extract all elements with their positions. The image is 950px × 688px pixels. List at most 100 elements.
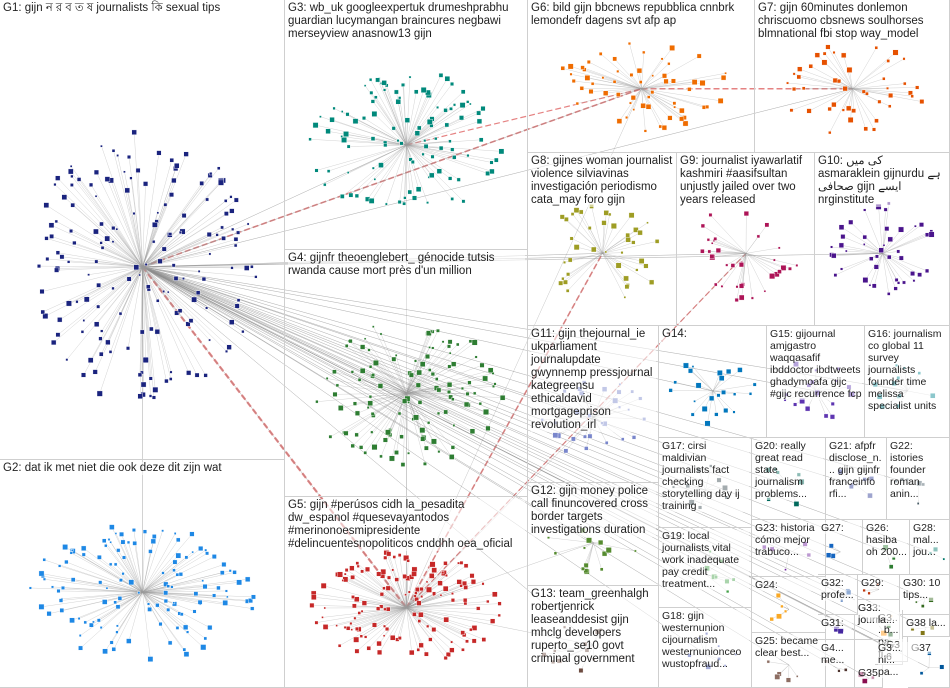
edge <box>406 353 451 394</box>
edge <box>712 384 755 392</box>
edge <box>142 266 195 300</box>
edge <box>101 242 143 267</box>
edge <box>406 144 415 198</box>
node <box>39 289 45 294</box>
node <box>109 524 115 530</box>
edge <box>745 253 784 269</box>
edge <box>602 232 641 254</box>
edge <box>602 253 627 279</box>
edge <box>370 393 407 397</box>
node <box>67 260 71 264</box>
edge <box>712 390 735 413</box>
node <box>45 257 50 261</box>
edge <box>712 372 721 392</box>
node <box>69 165 73 168</box>
edge <box>841 245 883 254</box>
edge <box>83 554 143 593</box>
edge <box>382 575 407 608</box>
node <box>96 390 103 397</box>
edge <box>62 587 143 593</box>
edge <box>406 607 471 630</box>
edge <box>371 144 407 201</box>
node <box>188 318 194 324</box>
edge <box>374 113 407 146</box>
edge <box>397 607 407 640</box>
node <box>171 177 177 184</box>
edge <box>406 121 480 146</box>
group-label: G11: gijn thejournal_ie ukparliament jou… <box>531 328 656 432</box>
edge <box>833 52 853 89</box>
node <box>99 626 103 630</box>
node <box>173 162 180 169</box>
edge <box>86 266 143 300</box>
edge <box>111 592 143 643</box>
group-label: G29: <box>861 577 897 589</box>
edge <box>142 266 152 329</box>
edge <box>323 585 407 608</box>
group-label: G14: <box>662 328 764 341</box>
edge <box>339 574 407 608</box>
node <box>142 529 148 534</box>
edge <box>142 266 239 301</box>
edge <box>406 144 410 193</box>
edge <box>383 607 407 636</box>
edge <box>101 592 143 628</box>
edge <box>142 570 231 593</box>
group-label: G35 <box>858 667 880 679</box>
group-panel-g28: G28: mal... jou... <box>910 520 950 575</box>
group-label: G1: gijn ন র ব ত ষ journalists কি sexual… <box>3 2 282 15</box>
node <box>126 346 131 351</box>
edge <box>365 393 407 453</box>
group-panel-g16: G16: journalism co global 11 survey jour… <box>865 326 950 438</box>
group-label: G19: local journalists vital work inadeq… <box>662 530 749 590</box>
edge <box>98 592 143 621</box>
edge <box>342 144 407 197</box>
edge <box>85 592 143 623</box>
node <box>93 169 99 175</box>
edge <box>406 607 422 646</box>
edge <box>852 52 896 89</box>
edge <box>142 533 193 593</box>
node <box>246 222 250 226</box>
edge <box>71 184 143 267</box>
edge <box>809 88 853 112</box>
edge <box>44 579 143 593</box>
edge <box>406 393 435 442</box>
edge <box>142 266 206 376</box>
edge <box>370 366 407 394</box>
edge <box>406 607 419 650</box>
edge <box>101 146 143 267</box>
edge <box>710 214 747 254</box>
edge <box>58 590 143 593</box>
node <box>167 290 170 294</box>
edge <box>128 592 143 642</box>
edge <box>406 393 446 413</box>
edge <box>864 209 883 254</box>
node <box>236 298 241 302</box>
node <box>233 243 238 248</box>
edge <box>406 393 452 458</box>
edge <box>589 227 603 254</box>
edge <box>745 253 777 275</box>
node <box>171 263 176 268</box>
edge <box>406 138 436 146</box>
edge <box>393 359 407 394</box>
edge <box>42 266 143 313</box>
node <box>49 234 54 239</box>
edge <box>882 253 899 283</box>
edge <box>572 213 603 254</box>
edge <box>602 253 626 298</box>
edge <box>350 341 407 394</box>
edge <box>345 133 407 146</box>
edge <box>600 53 642 89</box>
edge <box>406 346 450 394</box>
node <box>217 179 224 186</box>
edge <box>142 530 163 593</box>
edge <box>406 77 411 146</box>
edge <box>139 266 143 375</box>
node <box>89 622 94 628</box>
node <box>111 240 115 244</box>
node <box>169 192 174 198</box>
group-panel-g11: G11: gijn thejournal_ie ukparliament jou… <box>528 326 659 483</box>
edge <box>882 251 899 254</box>
